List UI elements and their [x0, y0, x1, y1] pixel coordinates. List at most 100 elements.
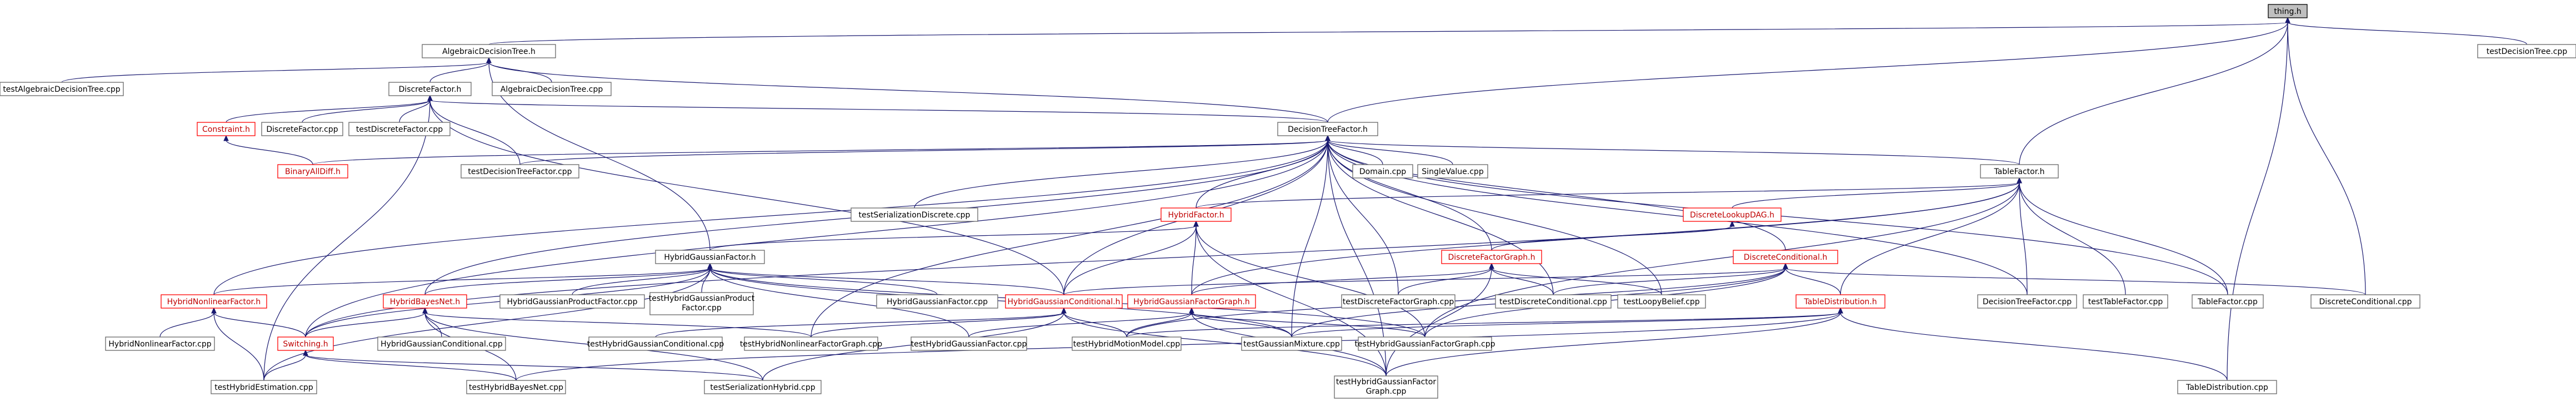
node-box: [1617, 294, 1706, 309]
edge-test_hgf-to-hgfg: [968, 312, 1192, 338]
edge-test_dcond-to-dfg: [1491, 268, 1554, 295]
edge-hgpf-to-hgf: [572, 268, 711, 295]
edge-test_he-to-hnf: [213, 312, 264, 381]
node-label: HybridGaussianFactorGraph.h: [1133, 298, 1250, 306]
arrowhead-test_hgfg2-to-hybridfactor: [1193, 220, 1199, 227]
edge-hgf_cpp-to-hgf: [709, 268, 938, 295]
node-tf-cpp[interactable]: TableFactor.cpp: [2192, 294, 2264, 309]
node-hgf-cpp[interactable]: HybridGaussianFactor.cpp: [876, 294, 998, 309]
node-dfg[interactable]: DiscreteFactorGraph.h: [1441, 250, 1542, 264]
edge-domain-to-dtf: [1327, 140, 1383, 165]
node-label: testGaussianMixture.cpp: [1243, 340, 1340, 349]
node-label: DecisionTreeFactor.cpp: [1983, 298, 2072, 306]
node-hnfg[interactable]: HybridNonlinearFactor.cpp: [105, 336, 215, 351]
node-df[interactable]: DiscreteFactor.h: [388, 82, 472, 96]
node-label: DiscreteConditional.h: [1744, 253, 1827, 262]
edge-test_hgfg2-to-hgc: [1063, 312, 1387, 377]
edge-test_hgf-to-hgf: [709, 268, 969, 338]
node-test-he[interactable]: testHybridEstimation.cpp: [211, 380, 317, 394]
edge-df-to-adt: [429, 62, 489, 83]
edge-test_hmm-to-dcond: [1126, 268, 1786, 338]
edge-test_he-to-switching: [263, 354, 306, 381]
node-tabledist[interactable]: TableDistribution.h: [1795, 294, 1885, 309]
node-box: [348, 122, 451, 136]
node-box: [1733, 250, 1838, 264]
node-binary[interactable]: BinaryAllDiff.h: [277, 164, 348, 179]
node-dtf-cpp[interactable]: DecisionTreeFactor.cpp: [1977, 294, 2077, 309]
node-df-cpp[interactable]: DiscreteFactor.cpp: [261, 122, 343, 136]
node-dcond-cpp[interactable]: DiscreteConditional.cpp: [2310, 294, 2420, 309]
node-test-hnfg[interactable]: testHybridNonlinearFactorGraph.cpp: [740, 336, 882, 351]
node-box: [1495, 294, 1612, 309]
node-test-dfg[interactable]: testDiscreteFactorGraph.cpp: [1341, 294, 1455, 309]
node-hybridfactor[interactable]: HybridFactor.h: [1161, 207, 1232, 222]
node-hgfg[interactable]: HybridGaussianFactorGraph.h: [1127, 294, 1256, 309]
node-thing[interactable]: thing.h: [2268, 4, 2308, 18]
edge-adt-to-thing: [488, 22, 2288, 45]
node-box: [261, 122, 343, 136]
node-tabledist-cpp[interactable]: TableDistribution.cpp: [2177, 380, 2277, 394]
node-hnf[interactable]: HybridNonlinearFactor.h: [161, 294, 267, 309]
node-box: [197, 122, 256, 136]
edge-hgf-to-adt: [488, 62, 711, 251]
node-dtf[interactable]: DecisionTreeFactor.h: [1277, 122, 1378, 136]
edge-test_hnfg-to-dtf: [811, 140, 1328, 338]
node-dcond[interactable]: DiscreteConditional.h: [1733, 250, 1838, 264]
node-test-dt[interactable]: testDecisionTree.cpp: [2477, 44, 2576, 58]
node-test-dtf[interactable]: testDecisionTreeFactor.cpp: [461, 164, 579, 179]
node-test-hbn[interactable]: testHybridBayesNet.cpp: [466, 380, 566, 394]
node-box: [588, 336, 723, 351]
node-label: testHybridGaussianFactor.cpp: [911, 340, 1027, 349]
node-constraint[interactable]: Constraint.h: [197, 122, 256, 136]
edge-test_df-to-df: [399, 100, 431, 123]
node-hgc-cpp[interactable]: HybridGaussianConditional.cpp: [377, 336, 506, 351]
node-hgpf[interactable]: HybridGaussianProductFactor.cpp: [499, 294, 645, 309]
edge-test_hgfg2-to-dfg: [1385, 268, 1492, 377]
node-label: Switching.h: [283, 340, 328, 349]
edge-test_hgfg-to-hgfg: [1191, 312, 1425, 338]
node-test-loopy[interactable]: testLoopyBelief.cpp: [1617, 294, 1706, 309]
arrowhead-tabledist_cpp-to-thing: [2285, 17, 2290, 23]
node-box: [1334, 375, 1438, 399]
node-adt-cpp[interactable]: AlgebraicDecisionTree.cpp: [492, 82, 612, 96]
node-singlevalue[interactable]: SingleValue.cpp: [1417, 164, 1488, 179]
node-box: [1441, 250, 1542, 264]
node-label: HybridFactor.h: [1168, 211, 1224, 220]
node-test-df[interactable]: testDiscreteFactor.cpp: [348, 122, 451, 136]
node-adt[interactable]: AlgebraicDecisionTree.h: [422, 44, 556, 58]
node-box: [1417, 164, 1488, 179]
node-hgc[interactable]: HybridGaussianConditional.h: [1005, 294, 1123, 309]
node-box: [1072, 336, 1182, 351]
node-dlookup[interactable]: DiscreteLookupDAG.h: [1683, 207, 1782, 222]
node-test-tf[interactable]: testTableFactor.cpp: [2083, 294, 2168, 309]
edge-dfg-to-dlookup: [1491, 225, 1733, 251]
node-domain[interactable]: Domain.cpp: [1352, 164, 1413, 179]
node-hbn[interactable]: HybridBayesNet.h: [383, 294, 467, 309]
node-test-hgfg2[interactable]: testHybridGaussianFactorGraph.cpp: [1334, 375, 1438, 399]
edge-switching-to-hbn: [305, 312, 426, 338]
edge-test_hnfg-to-hbn: [424, 312, 812, 338]
node-label: testDiscreteConditional.cpp: [1499, 298, 1607, 306]
node-box: [1683, 207, 1782, 222]
node-test-serial-hybrid[interactable]: testSerializationHybrid.cpp: [704, 380, 822, 394]
node-tablefactor[interactable]: TableFactor.h: [1980, 164, 2059, 179]
node-box: [911, 336, 1027, 351]
node-label: DiscreteLookupDAG.h: [1690, 211, 1774, 220]
node-test-serial-disc[interactable]: testSerializationDiscrete.cpp: [851, 207, 978, 222]
node-test-hgc[interactable]: testHybridGaussianConditional.cpp: [587, 336, 724, 351]
node-test-hgfg[interactable]: testHybridGaussianFactorGraph.cpp: [1354, 336, 1495, 351]
node-switching[interactable]: Switching.h: [277, 336, 334, 351]
edge-hgfg-to-dfg: [1191, 268, 1492, 295]
node-hgf[interactable]: HybridGaussianFactor.h: [655, 250, 765, 264]
node-test-hgf[interactable]: testHybridGaussianFactor.cpp: [911, 336, 1027, 351]
node-test-dcond[interactable]: testDiscreteConditional.cpp: [1495, 294, 1612, 309]
node-box: [649, 292, 754, 315]
edge-test_serial_hybrid-to-switching: [305, 354, 763, 381]
node-box: [1358, 336, 1492, 351]
node-test-adt[interactable]: testAlgebraicDecisionTree.cpp: [0, 82, 124, 96]
node-test-gm[interactable]: testGaussianMixture.cpp: [1241, 336, 1342, 351]
node-box: [704, 380, 822, 394]
node-label: testDiscreteFactorGraph.cpp: [1343, 298, 1454, 306]
node-test-hmm[interactable]: testHybridMotionModel.cpp: [1072, 336, 1182, 351]
